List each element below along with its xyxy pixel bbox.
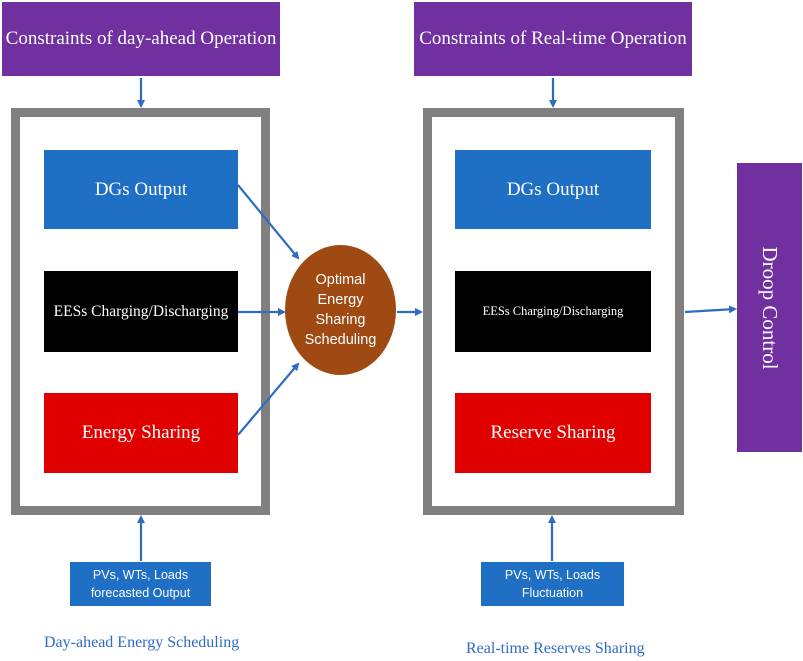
forecast-line-2: forecasted Output bbox=[90, 586, 191, 600]
center-line-1: Optimal bbox=[315, 272, 366, 288]
day-ahead-dgs-output-box: DGs Output bbox=[44, 150, 238, 229]
reserve-sharing-box: Reserve Sharing bbox=[455, 393, 651, 473]
day-ahead-eess-label: EESs Charging/Discharging bbox=[53, 302, 229, 320]
center-line-3: Sharing bbox=[315, 312, 366, 328]
day-ahead-constraints-box: Constraints of day-ahead Operation bbox=[2, 2, 280, 76]
reserve-sharing-label: Reserve Sharing bbox=[490, 422, 616, 443]
energy-sharing-label: Energy Sharing bbox=[81, 422, 201, 443]
energy-sharing-box: Energy Sharing bbox=[44, 393, 238, 473]
day-ahead-dgs-output-label: DGs Output bbox=[94, 178, 188, 200]
arrow-real-time-to-droop bbox=[684, 305, 737, 314]
droop-control-box bbox=[737, 163, 802, 452]
fluctuation-input-box: PVs, WTs, Loads Fluctuation bbox=[481, 562, 624, 606]
fluctuation-line-1: PVs, WTs, Loads bbox=[504, 568, 601, 582]
real-time-eess-label: EESs Charging/Discharging bbox=[482, 304, 624, 318]
day-ahead-caption: Day-ahead Energy Scheduling bbox=[44, 634, 240, 651]
real-time-caption: Real-time Reserves Sharing bbox=[466, 640, 645, 657]
real-time-constraints-label: Constraints of Real-time Operation bbox=[419, 28, 687, 49]
forecast-input-box: PVs, WTs, Loads forecasted Output bbox=[70, 562, 211, 606]
real-time-dgs-output-box: DGs Output bbox=[455, 150, 651, 229]
forecast-line-1: PVs, WTs, Loads bbox=[92, 568, 189, 582]
real-time-dgs-output-label: DGs Output bbox=[506, 178, 600, 200]
optimal-energy-sharing-scheduling-node: Optimal Energy Sharing Scheduling bbox=[285, 245, 396, 375]
day-ahead-eess-box: EESs Charging/Discharging bbox=[44, 271, 238, 352]
arrow-dgs-to-center bbox=[237, 184, 300, 260]
center-line-2: Energy bbox=[317, 292, 364, 308]
arrow-energy-sharing-to-center bbox=[237, 362, 300, 436]
real-time-constraints-box: Constraints of Real-time Operation bbox=[414, 2, 692, 76]
center-line-4: Scheduling bbox=[304, 332, 377, 348]
fluctuation-line-2: Fluctuation bbox=[521, 586, 584, 600]
day-ahead-constraints-label: Constraints of day-ahead Operation bbox=[5, 28, 277, 49]
real-time-eess-box: EESs Charging/Discharging bbox=[455, 271, 651, 352]
